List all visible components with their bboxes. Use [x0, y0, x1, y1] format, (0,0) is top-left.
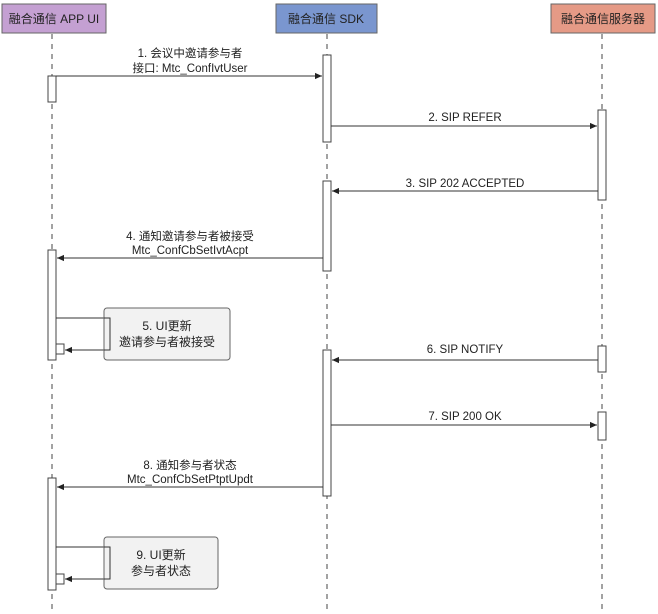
message-1: 1. 会议中邀请参与者 接口: Mtc_ConfIvtUser — [56, 46, 322, 80]
message-7: 7. SIP 200 OK — [331, 411, 597, 429]
message-1-label: 1. 会议中邀请参与者 — [138, 46, 243, 60]
participant-server-label: 融合通信服务器 — [561, 11, 645, 26]
activation-sdk-3 — [322, 349, 332, 497]
activation-app-3 — [47, 477, 57, 591]
note-9-line1: 9. UI更新 — [136, 547, 185, 562]
message-2-label: 2. SIP REFER — [428, 112, 501, 124]
message-7-label: 7. SIP 200 OK — [428, 411, 502, 423]
message-3-label: 3. SIP 202 ACCEPTED — [406, 178, 525, 190]
message-4-sublabel: Mtc_ConfCbSetIvtAcpt — [132, 245, 249, 257]
note-5-line1: 5. UI更新 — [142, 318, 191, 333]
participant-sdk-box — [275, 3, 378, 34]
message-3: 3. SIP 202 ACCEPTED — [332, 178, 598, 195]
activation-server-3 — [597, 411, 607, 441]
note-9-line2: 参与者状态 — [131, 563, 191, 578]
note-5: 5. UI更新 邀请参与者被接受 — [56, 307, 231, 361]
note-9-inner-bracket — [104, 546, 111, 580]
message-8-sublabel: Mtc_ConfCbSetPtptUpdt — [127, 474, 254, 486]
message-4-label: 4. 通知邀请参与者被接受 — [126, 229, 254, 243]
activation-sdk-1 — [322, 54, 332, 143]
message-8-label: 8. 通知参与者状态 — [143, 458, 237, 472]
message-1-sublabel: 接口: Mtc_ConfIvtUser — [132, 62, 247, 75]
participant-sdk-label: 融合通信 SDK — [288, 11, 364, 26]
activation-app-2 — [47, 249, 57, 361]
note-5-inner-bracket — [104, 317, 111, 351]
activation-server-1 — [597, 109, 607, 201]
activation-app-self-1 — [55, 343, 65, 355]
note-9: 9. UI更新 参与者状态 — [56, 536, 219, 590]
activation-app-self-2 — [55, 573, 65, 585]
message-6-label: 6. SIP NOTIFY — [427, 344, 504, 356]
participant-sdk: 融合通信 SDK — [275, 3, 378, 34]
participant-app-box — [1, 3, 107, 34]
note-5-box — [103, 307, 231, 361]
participant-app: 融合通信 APP UI — [1, 3, 107, 34]
activation-app-1 — [47, 75, 57, 103]
note-5-line2: 邀请参与者被接受 — [119, 334, 215, 349]
participant-app-label: 融合通信 APP UI — [9, 11, 99, 26]
message-4: 4. 通知邀请参与者被接受 Mtc_ConfCbSetIvtAcpt — [57, 229, 323, 262]
message-2: 2. SIP REFER — [331, 112, 597, 130]
participant-server: 融合通信服务器 — [550, 3, 656, 34]
activation-sdk-2 — [322, 180, 332, 272]
message-6: 6. SIP NOTIFY — [332, 344, 598, 364]
note-9-box — [103, 536, 219, 590]
participant-server-box — [550, 3, 656, 34]
message-8: 8. 通知参与者状态 Mtc_ConfCbSetPtptUpdt — [57, 458, 323, 491]
activation-server-2 — [597, 345, 607, 373]
